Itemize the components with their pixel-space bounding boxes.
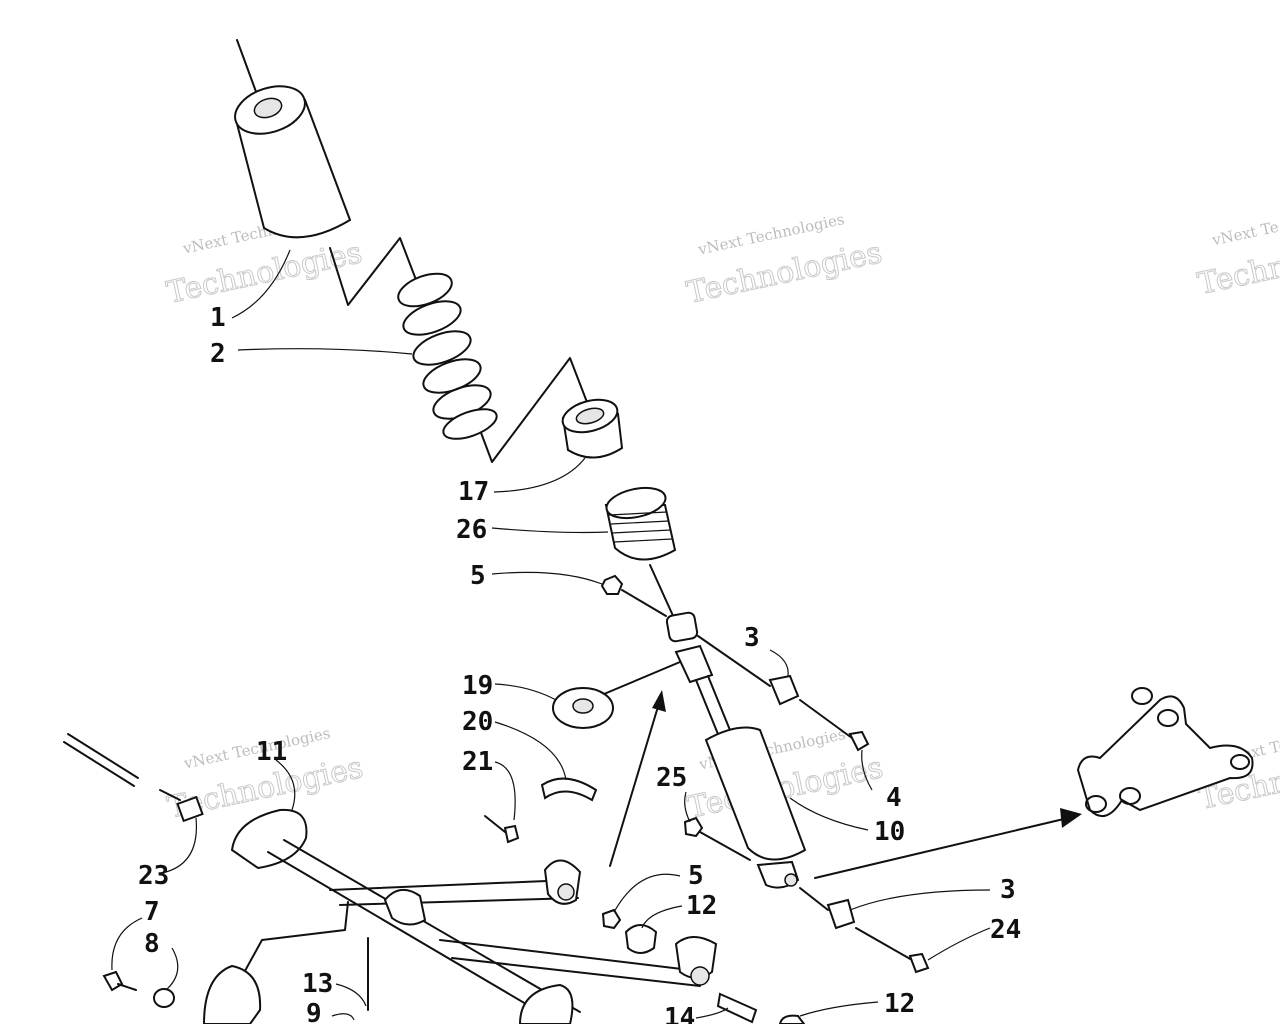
part-bolt-21 [484,815,506,833]
part-bushing-12 [624,924,658,954]
callout-25: 25 [656,763,687,793]
callout-5b: 5 [688,861,704,891]
callout-2: 2 [210,339,226,369]
part-clamp [202,964,262,1024]
part-nut-5b [601,908,622,930]
watermark-text: vNext Te [1210,218,1280,250]
assembly-line [479,357,591,463]
part-rear-arm [63,733,718,1024]
callout-5: 5 [470,561,486,591]
assembly-line [329,237,419,306]
part-threaded-body [604,486,677,619]
leader-lines [111,249,991,1021]
part-shock-cover [234,39,352,239]
callout-3: 3 [744,623,760,653]
part-linkage [1076,687,1254,818]
assembly-arrow [609,699,661,867]
part-bracket-11 [230,808,308,870]
part-spacer-14 [716,992,758,1024]
part-bushing-23 [176,795,204,823]
callout-19: 19 [462,671,493,701]
callout-labels: 1 2 17 26 5 3 4 19 20 21 25 10 11 23 5 1… [138,303,1021,1024]
callout-26: 26 [456,515,487,545]
callout-17: 17 [458,477,489,507]
part-cap-20 [540,777,598,802]
callout-8: 8 [144,929,160,959]
callout-1: 1 [210,303,226,333]
callout-20: 20 [462,707,493,737]
part-bolt-24 [908,952,930,974]
callout-21: 21 [462,747,493,777]
callout-12b: 12 [884,989,915,1019]
part-bushing-12b [778,1014,806,1024]
callout-7: 7 [144,897,160,927]
part-bolt-7 [102,970,124,992]
callout-13: 13 [302,969,333,999]
callout-4: 4 [886,783,902,813]
part-washer-8 [153,988,175,1008]
part-adjuster-nut [561,398,624,459]
part-shock-absorber [665,611,807,889]
watermark-2: vNext Technologies Technologies [683,210,885,311]
watermark-3: vNext Te Techn [1194,218,1280,303]
callout-14: 14 [664,1003,695,1024]
callout-9: 9 [306,999,322,1024]
callout-3b: 3 [1000,875,1016,905]
assembly-arrow [814,817,1069,879]
callout-24: 24 [990,915,1021,945]
callout-11: 11 [256,737,287,767]
part-spring [397,272,498,440]
watermark-text: Techn [1195,249,1280,302]
part-bolt-4 [848,730,870,752]
part-bushing-3 [768,674,800,706]
callout-10: 10 [874,817,905,847]
callout-23: 23 [138,861,169,891]
part-bushing-3b [826,898,856,930]
part-nut-5 [600,574,624,595]
callout-12: 12 [686,891,717,921]
